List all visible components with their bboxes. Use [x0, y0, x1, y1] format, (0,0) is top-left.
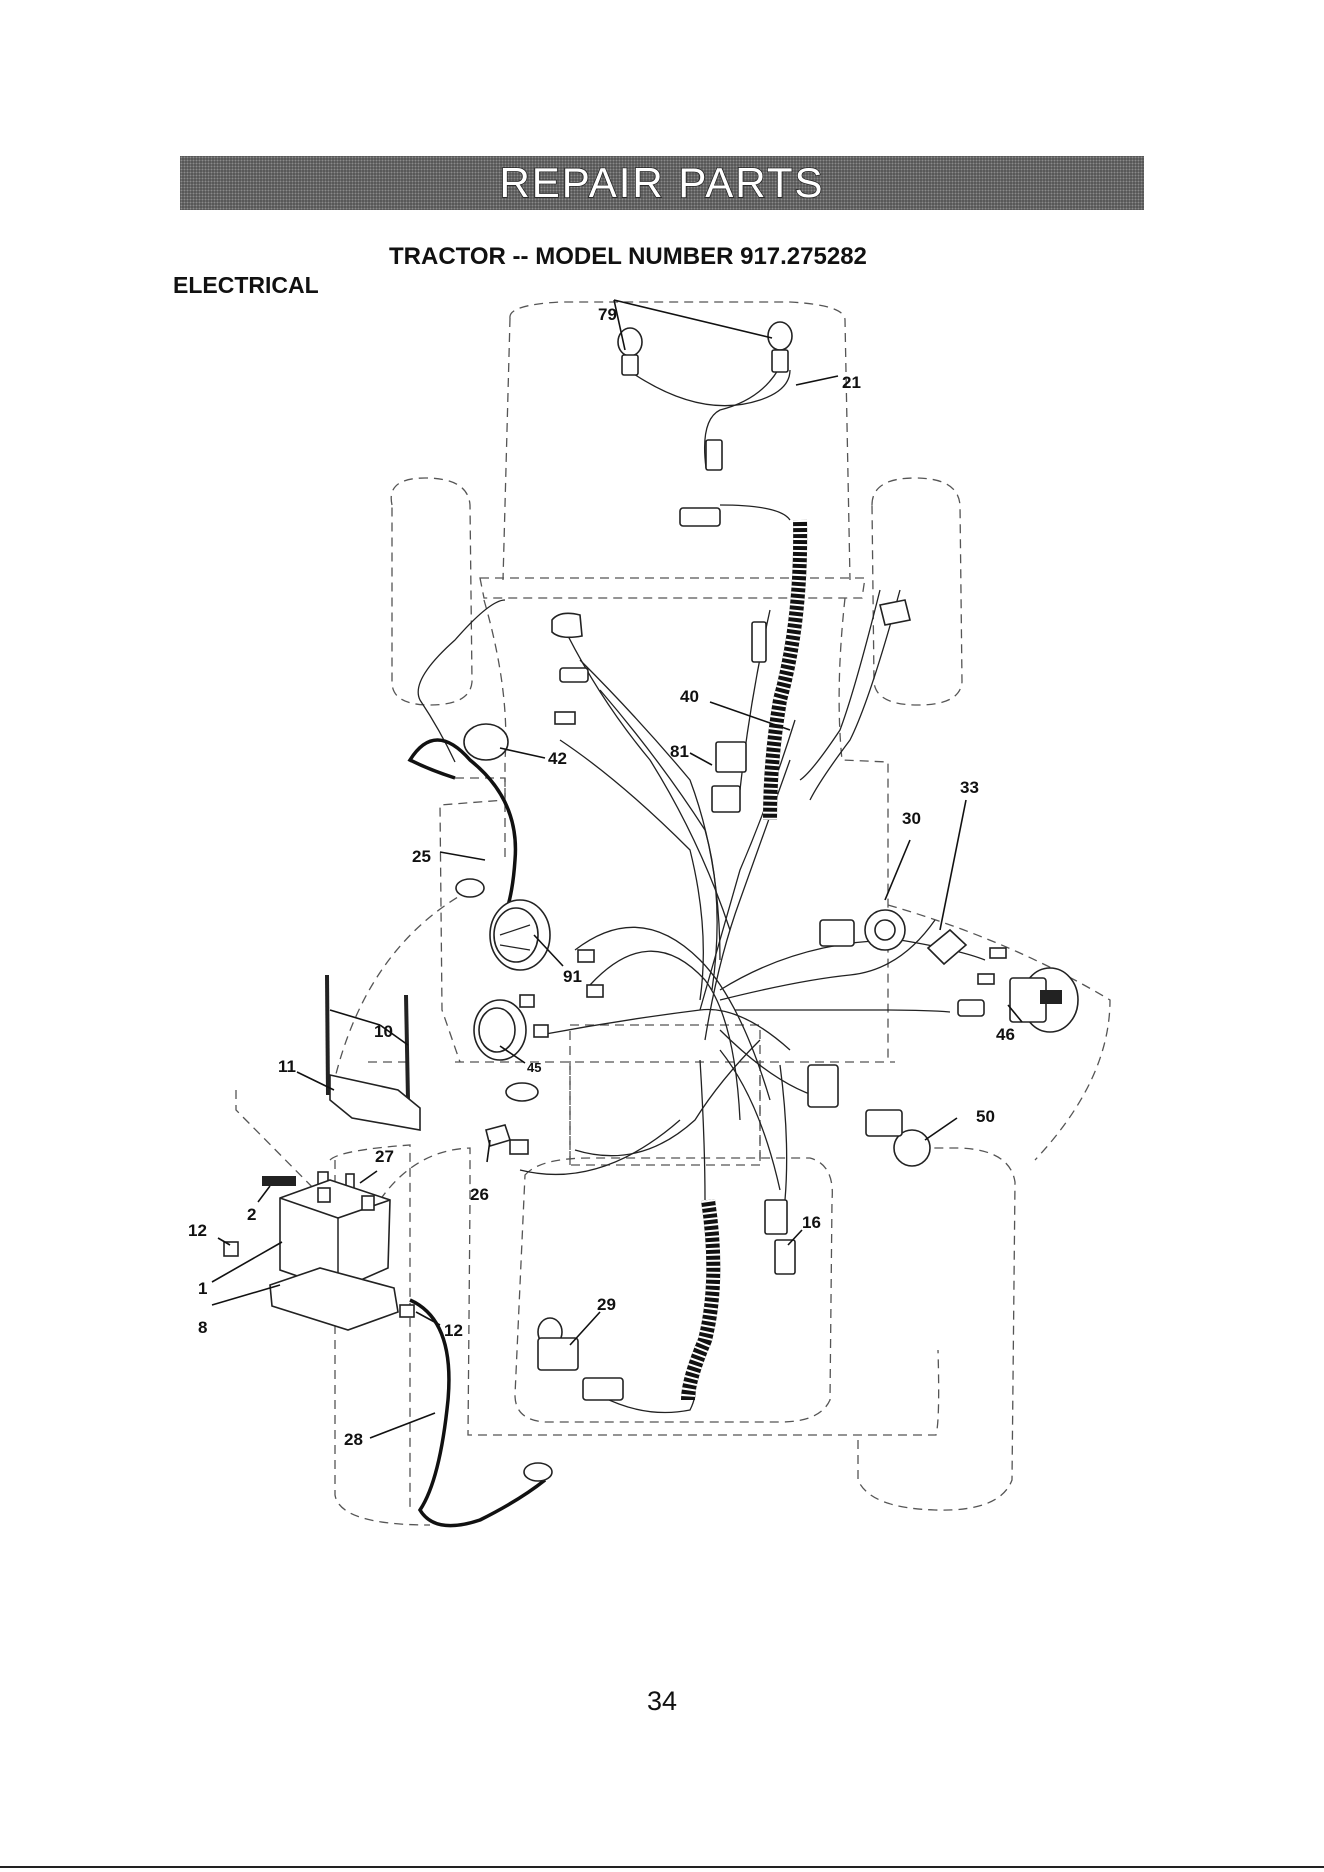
callout-2: 2: [247, 1205, 256, 1224]
callout-8: 8: [198, 1318, 207, 1337]
callout-28: 28: [344, 1430, 363, 1449]
solenoid-connector: [583, 1378, 623, 1400]
callout-91: 91: [563, 967, 582, 986]
battery-bolt: [262, 1176, 296, 1186]
connector-front: [680, 508, 720, 526]
nut-12-left: [224, 1242, 238, 1256]
main-connector: [820, 920, 854, 946]
seat-switch: [752, 622, 766, 662]
ignition-switch: [865, 910, 905, 950]
terminal-d: [534, 1025, 548, 1037]
fuse: [510, 1140, 528, 1154]
side-plug: [958, 1000, 984, 1016]
callout-30: 30: [902, 809, 921, 828]
battery-tray: [270, 1268, 398, 1330]
callout-25: 25: [412, 847, 431, 866]
terminal-c: [520, 995, 534, 1007]
hold-down-bolt-left: [327, 975, 328, 1095]
callout-27: 27: [375, 1147, 394, 1166]
callout-40: 40: [680, 687, 699, 706]
page-number: 34: [0, 1686, 1324, 1717]
callout-29: 29: [597, 1295, 616, 1314]
hold-down-bolt-right: [406, 995, 408, 1100]
side-terminal-a: [990, 948, 1006, 958]
callout-1: 1: [198, 1279, 207, 1298]
headlight-switch: [866, 1110, 930, 1166]
connector-clip: [555, 712, 575, 724]
callout-12-right: 12: [444, 1321, 463, 1340]
side-connector: [880, 600, 910, 625]
nut-12-right: [400, 1305, 414, 1317]
callout-16: 16: [802, 1213, 821, 1232]
callout-42: 42: [548, 749, 567, 768]
connector-top: [706, 440, 722, 470]
callout-21: 21: [842, 373, 861, 392]
parts: [224, 322, 1078, 1481]
callout-50: 50: [976, 1107, 995, 1126]
callout-10: 10: [374, 1022, 393, 1041]
ring-terminal-28: [524, 1463, 552, 1481]
callout-33: 33: [960, 778, 979, 797]
connector-plug: [560, 668, 588, 682]
switch-16a: [765, 1200, 787, 1234]
callout-81: 81: [670, 742, 689, 761]
solenoid-boot: [464, 724, 508, 760]
harness-connector: [808, 1065, 838, 1107]
callout-45: 45: [527, 1060, 541, 1075]
callout-12-left: 12: [188, 1221, 207, 1240]
callout-79: 79: [598, 305, 617, 324]
hour-meter: [1010, 968, 1078, 1032]
ring-terminal-25: [456, 879, 484, 897]
terminal-a: [578, 950, 594, 962]
gauge-45: [474, 1000, 526, 1060]
callout-26: 26: [470, 1185, 489, 1204]
ring-terminal-26: [506, 1083, 538, 1101]
tractor-outline: [236, 302, 1110, 1525]
side-terminal-b: [978, 974, 994, 984]
pto-switch: [928, 930, 966, 964]
connector-bracket: [552, 613, 582, 637]
gauge-91: [490, 900, 550, 970]
fuel-solenoid: [538, 1318, 578, 1370]
callout-46: 46: [996, 1025, 1015, 1044]
callout-11: 11: [278, 1057, 296, 1076]
headlight-right: [768, 322, 792, 372]
bottom-rule: [0, 1866, 1324, 1868]
switch-16b: [775, 1240, 795, 1274]
terminal-b: [587, 985, 603, 997]
